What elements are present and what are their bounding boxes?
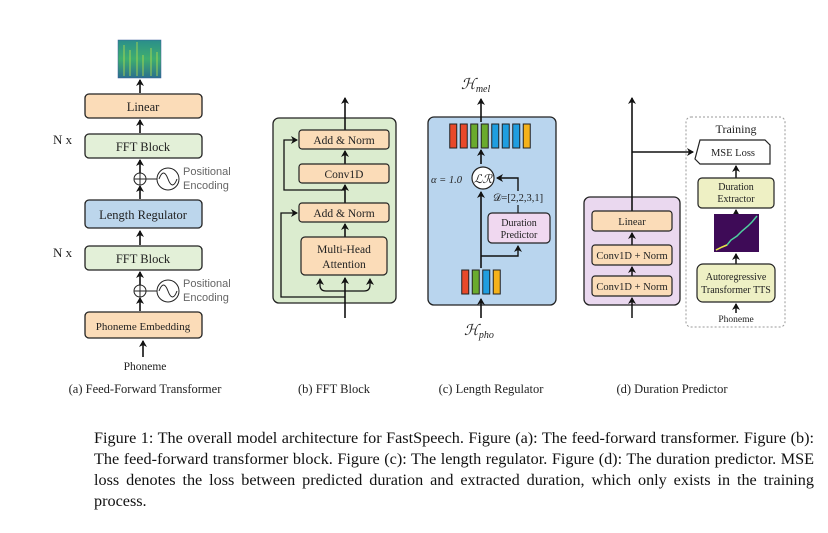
panel-d-duration-predictor: Linear Conv1D + Norm Conv1D + Norm Train…	[583, 97, 786, 396]
input-sequence	[461, 269, 501, 295]
hidden-state-bar	[492, 269, 501, 295]
ar-tts-label-1: Autoregressive	[706, 272, 767, 283]
residual-connection-bottom	[280, 209, 345, 298]
duration-label: 𝒟=[2,2,3,1]	[493, 192, 543, 204]
add-norm-top-block	[298, 129, 390, 150]
hidden-state-bar	[470, 123, 479, 149]
conv-norm-top-label: Conv1D + Norm	[596, 251, 667, 262]
residual-connection-top	[283, 136, 345, 191]
repeat-label-bottom: N x	[53, 245, 73, 260]
conv-norm-bottom-block	[591, 275, 673, 297]
alpha-label: α = 1.0	[431, 175, 463, 186]
add-icon	[133, 284, 147, 298]
panel-a-caption: (a) Feed-Forward Transformer	[69, 382, 223, 396]
hidden-state-bar	[522, 123, 531, 149]
h-pho-label: ℋpho	[464, 323, 494, 341]
positional-encoding-label-top-2: Encoding	[183, 180, 229, 192]
mha-label-1: Multi-Head	[317, 244, 371, 256]
duration-extractor-block	[697, 177, 775, 209]
output-sequence	[449, 123, 531, 149]
conv1d-block	[298, 163, 390, 184]
add-norm-top-label: Add & Norm	[313, 135, 374, 147]
conv1d-label: Conv1D	[325, 169, 364, 181]
hidden-state-bar	[482, 269, 491, 295]
extractor-label-2: Extractor	[717, 194, 755, 205]
mse-loss-block	[694, 139, 771, 165]
mse-loss-label: MSE Loss	[711, 148, 755, 159]
length-regulator-label: Length Regulator	[99, 208, 188, 222]
training-title: Training	[716, 122, 757, 136]
mel-spectrogram-icon	[117, 39, 162, 79]
phoneme-embedding-label: Phoneme Embedding	[96, 321, 191, 333]
phoneme-embedding-block	[84, 311, 203, 339]
hidden-state-bar	[480, 123, 489, 149]
fft-block-top-label: FFT Block	[116, 140, 171, 154]
add-norm-bottom-block	[298, 202, 390, 223]
sine-wave-icon	[156, 167, 180, 191]
attention-alignment-icon	[714, 214, 759, 252]
hidden-state-bar	[512, 123, 521, 149]
lr-symbol: ℒℛ	[474, 172, 494, 186]
panel-c-length-regulator: ℋmel α = 1.0 ℒℛ 𝒟=[2,2,3,1] Duration Pre…	[427, 77, 557, 396]
architecture-diagram: Linear N x FFT Block Positional Encoding…	[53, 39, 786, 396]
mha-label-2: Attention	[322, 259, 366, 271]
hidden-state-bar	[449, 123, 458, 149]
panel-c-caption: (c) Length Regulator	[439, 382, 545, 396]
multi-head-attention-block	[300, 236, 388, 276]
repeat-label-top: N x	[53, 132, 73, 147]
length-regulator-container	[427, 116, 557, 306]
positional-encoding-label-bottom-1: Positional	[183, 278, 231, 290]
panel-b-caption: (b) FFT Block	[298, 382, 371, 396]
dp-linear-label: Linear	[618, 217, 646, 228]
extractor-label-1: Duration	[718, 182, 754, 193]
fft-block-bottom	[84, 245, 203, 271]
linear-label: Linear	[127, 100, 160, 114]
add-norm-bottom-label: Add & Norm	[313, 208, 374, 220]
hidden-state-bar	[491, 123, 500, 149]
fft-block-top	[84, 133, 203, 159]
training-container	[685, 116, 786, 328]
hidden-state-bar	[471, 269, 480, 295]
hidden-state-bar	[461, 269, 470, 295]
conv-norm-bottom-label: Conv1D + Norm	[596, 282, 667, 293]
length-regulator-block	[84, 199, 203, 229]
figure-caption: Figure 1: The overall model architecture…	[94, 429, 814, 510]
length-regulator-op	[471, 166, 495, 190]
training-phoneme-label: Phoneme	[718, 315, 753, 325]
h-mel-label: ℋmel	[461, 77, 490, 95]
conv-norm-top-block	[591, 244, 673, 266]
panel-d-caption: (d) Duration Predictor	[616, 382, 728, 396]
positional-encoding-label-top-1: Positional	[183, 166, 231, 178]
positional-encoding-label-bottom-2: Encoding	[183, 292, 229, 304]
dp-label-2: Predictor	[501, 230, 538, 241]
dp-label-1: Duration	[501, 218, 537, 229]
autoregressive-tts-block	[696, 263, 776, 303]
duration-predictor-block	[487, 212, 551, 244]
phoneme-input-label: Phoneme	[124, 361, 167, 373]
sine-wave-icon	[156, 279, 180, 303]
panel-b-fft-block: Add & Norm Conv1D Add & Norm Multi-Head …	[272, 97, 397, 396]
dp-linear-block	[591, 210, 673, 232]
add-icon	[133, 172, 147, 186]
hidden-state-bar	[501, 123, 510, 149]
linear-block	[84, 93, 203, 119]
panel-a-feed-forward-transformer: Linear N x FFT Block Positional Encoding…	[53, 39, 231, 396]
fft-block-bottom-label: FFT Block	[116, 252, 171, 266]
hidden-state-bar	[459, 123, 468, 149]
ar-tts-label-2: Transformer TTS	[701, 285, 771, 296]
